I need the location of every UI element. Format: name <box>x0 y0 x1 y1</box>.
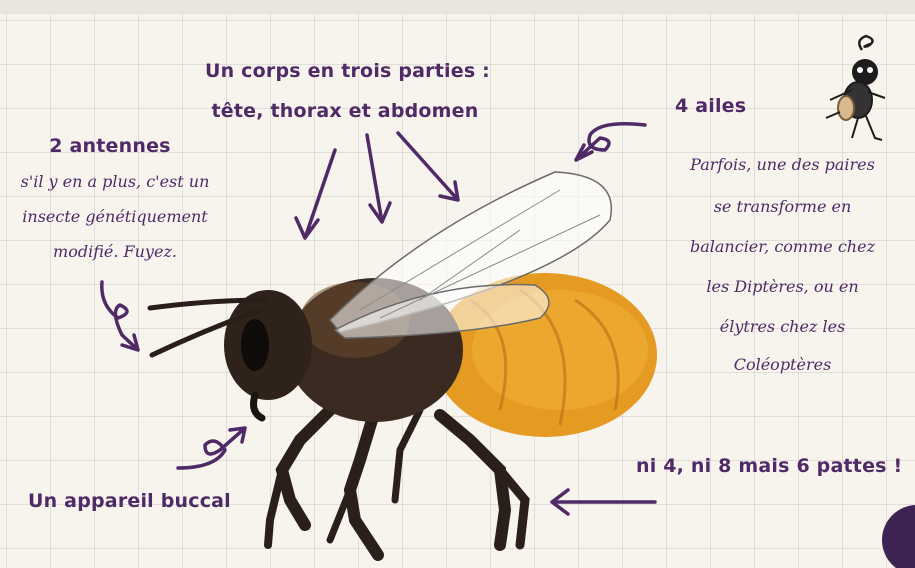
label-legs: ni 4, ni 8 mais 6 pattes ! <box>636 455 902 477</box>
label-mouthparts: Un appareil buccal <box>28 490 231 512</box>
label-wings-line3: balancier, comme chez <box>660 237 905 256</box>
label-wings-line1: Parfois, une des paires <box>660 155 905 174</box>
arrow-legs-pointer <box>552 490 655 514</box>
label-antennae-title: 2 antennes <box>20 135 200 157</box>
label-antennae-line2: insecte génétiquement <box>0 207 230 226</box>
arrow-antennae-pointer <box>102 282 138 350</box>
label-wings-line2: se transforme en <box>660 197 905 216</box>
label-antennae-line1: s'il y en a plus, c'est un <box>0 172 230 191</box>
arrow-wings-pointer <box>576 124 645 160</box>
bee-legs <box>268 410 525 555</box>
label-body-parts-line1: Un corps en trois parties : <box>205 60 485 82</box>
label-wings-title: 4 ailes <box>675 95 746 117</box>
fly-doodle <box>826 36 885 140</box>
label-wings-line5: élytres chez les <box>660 317 905 336</box>
arrow-mouth-pointer <box>178 428 245 468</box>
label-body-parts-line2: tête, thorax et abdomen <box>205 100 485 122</box>
label-wings-line4: les Diptères, ou en <box>660 277 905 296</box>
bee-head <box>224 290 312 418</box>
arrow-thorax-pointer <box>367 135 390 222</box>
arrow-abdomen-pointer <box>398 133 458 200</box>
label-antennae-line3: modifié. Fuyez. <box>0 242 230 261</box>
arrow-head-pointer <box>296 150 335 238</box>
label-wings-line6: Coléoptères <box>660 355 905 374</box>
